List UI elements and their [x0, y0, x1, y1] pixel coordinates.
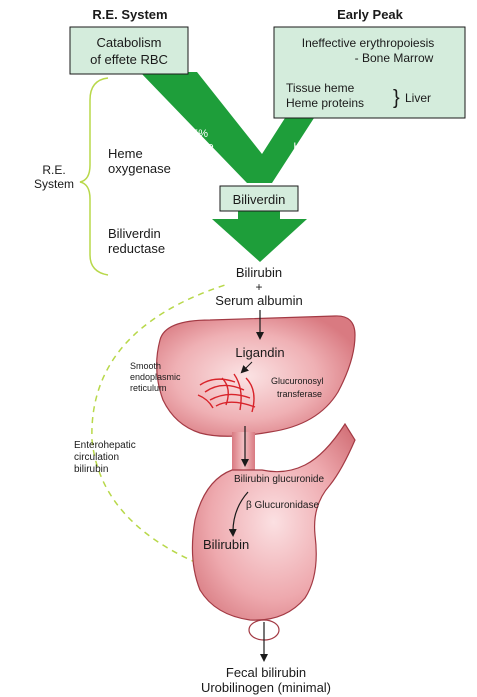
smooth-er-line1: Smooth: [130, 361, 161, 371]
left-percent: 75%: [186, 128, 208, 140]
ligandin-label: Ligandin: [235, 345, 284, 360]
header-early-peak: Early Peak: [337, 7, 404, 22]
bilirubin-intestine: Bilirubin: [203, 537, 249, 552]
heme-proteins: Heme proteins: [286, 96, 364, 110]
bone-marrow: - Bone Marrow: [355, 51, 434, 65]
liver-brace: }: [393, 87, 400, 109]
biliverdin-reductase-1: Biliverdin: [108, 226, 161, 241]
serum-albumin: Serum albumin: [215, 293, 302, 308]
heme-oxygenase-2: oxygenase: [108, 161, 171, 176]
tissue-heme: Tissue heme: [286, 81, 355, 95]
biliverdin-reductase-2: reductase: [108, 241, 165, 256]
intestine-organ: [192, 424, 355, 620]
glucuronosyl-line1: Glucuronosyl: [271, 376, 324, 386]
enterohepatic-line2: circulation: [74, 452, 119, 463]
re-label-line2: System: [34, 177, 74, 191]
beta-glucuronidase: β Glucuronidase: [246, 500, 319, 511]
biliverdin-label: Biliverdin: [233, 192, 286, 207]
bilirubin-glucuronide: Bilirubin glucuronide: [234, 474, 324, 485]
bile-duct: [232, 432, 255, 470]
right-percent: 25%: [311, 128, 333, 140]
plus-sign: +: [255, 280, 262, 294]
heme-oxygenase-1: Heme: [108, 146, 143, 161]
catabolism-line2: of effete RBC: [90, 52, 168, 67]
re-label-line1: R.E.: [42, 163, 65, 177]
arrow-stem: [238, 211, 280, 220]
enterohepatic-line3: bilirubin: [74, 464, 108, 475]
smooth-er-line2: endoplasmic: [130, 372, 181, 382]
right-heme: Heme: [293, 141, 322, 153]
catabolism-line1: Catabolism: [96, 35, 161, 50]
liver-label: Liver: [405, 91, 431, 105]
smooth-er-line3: reticulum: [130, 383, 167, 393]
re-system-brace: [80, 78, 108, 275]
down-arrow-head: [212, 219, 307, 262]
bilirubin-top: Bilirubin: [236, 265, 282, 280]
left-heme: Heme: [184, 141, 213, 153]
ineffective-erythropoiesis: Ineffective erythropoiesis: [302, 36, 435, 50]
glucuronosyl-line2: transferase: [277, 389, 322, 399]
fecal-bilirubin: Fecal bilirubin: [226, 665, 306, 680]
urobilinogen: Urobilinogen (minimal): [201, 680, 331, 695]
header-re-system: R.E. System: [92, 7, 167, 22]
liver-organ: [157, 316, 355, 436]
enterohepatic-line1: Enterohepatic: [74, 440, 136, 451]
